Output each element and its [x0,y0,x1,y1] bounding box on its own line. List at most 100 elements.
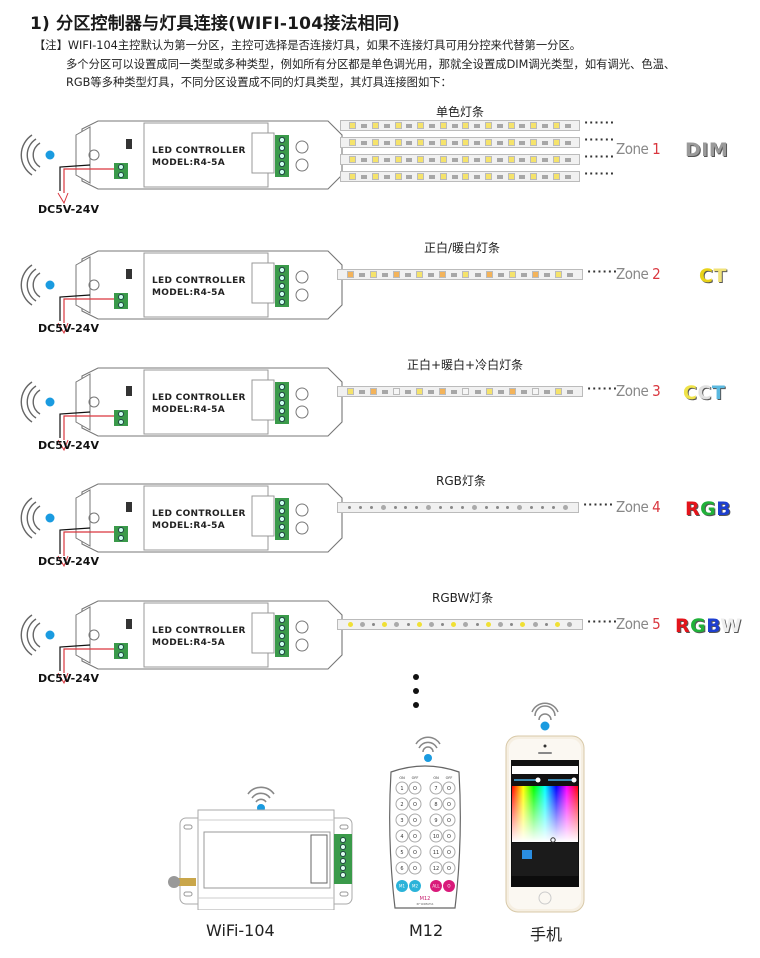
light-type-badge: CCT [683,382,725,404]
led-dot [460,506,464,509]
led-chip [532,271,540,278]
remote-key[interactable] [395,861,409,875]
remote-key-label: O [413,866,417,872]
remote-function-key[interactable] [409,880,421,892]
resistor [541,123,548,128]
led-chip [462,173,470,180]
resistor [564,174,571,179]
light-type-badge: CT [699,265,727,287]
ellipsis-dot [413,702,419,708]
remote-key[interactable] [408,797,422,811]
badge-letter: T [713,265,727,287]
led-dot [359,622,365,627]
remote-key[interactable] [429,813,443,827]
remote-key-label: 6 [400,866,403,872]
led-dot [544,623,548,626]
resistor [383,174,390,179]
remote-column-label: ON [399,776,405,780]
led-dot [475,623,479,626]
remote-key[interactable] [408,845,422,859]
led-chip [416,271,424,278]
led-chip [349,139,357,146]
remote-key[interactable] [429,829,443,843]
resistor [361,123,368,128]
remote-key-label: O [413,818,417,824]
zone-number: 3 [652,382,661,400]
remote-key[interactable] [442,845,456,859]
remote-key[interactable] [395,797,409,811]
resistor [406,123,413,128]
led-dot [567,622,573,627]
remote-column-label: OFF [412,776,419,780]
remote-key[interactable] [408,861,422,875]
input-voltage-label: DC5V-24V [38,555,99,568]
resistor [451,272,458,277]
led-chip [530,173,538,180]
led-dot [404,506,408,509]
led-chip [439,122,447,129]
strip-continuation: ······ [583,498,615,511]
remote-key[interactable] [442,797,456,811]
note-line-1: 【注】WIFI-104主控默认为第一分区，主控可选择是否连接灯具，如果不连接灯具… [34,39,582,52]
remote-function-key[interactable] [396,880,408,892]
ellipsis-dot [413,688,419,694]
led-chip [349,173,357,180]
resistor [519,157,526,162]
led-chip [439,139,447,146]
led-chip [394,156,402,163]
remote-key[interactable] [442,813,456,827]
led-dot [517,505,523,510]
remote-function-key[interactable] [430,880,442,892]
resistor [405,389,412,394]
zone-label: Zone 4 [616,498,661,516]
remote-key[interactable] [442,781,456,795]
resistor [496,140,503,145]
wifi-104-label: WiFi-104 [206,921,275,940]
wifi-104-device [168,786,353,910]
remote-key[interactable] [429,861,443,875]
light-type-badge: DIM [685,139,728,161]
remote-key[interactable] [408,829,422,843]
resistor [541,140,548,145]
badge-letter: I [701,139,709,161]
remote-key[interactable] [429,797,443,811]
remote-key[interactable] [395,813,409,827]
remote-key[interactable] [408,781,422,795]
resistor [428,272,435,277]
strip-continuation: ······ [587,382,619,395]
wifi-signal-icon [20,497,55,539]
badge-letter: C [699,265,714,287]
remote-key[interactable] [395,781,409,795]
resistor [520,389,527,394]
led-dot [562,505,568,510]
led-chip [439,271,447,278]
resistor [405,272,412,277]
remote-key[interactable] [442,861,456,875]
strip-type-label: 正白+暖白+冷白灯条 [407,358,524,372]
resistor [381,272,388,277]
led-dot [439,506,443,509]
led-strip [337,502,579,513]
led-strip [340,154,580,165]
resistor [451,123,458,128]
resistor [497,389,504,394]
remote-key[interactable] [408,813,422,827]
zone-word: Zone [616,140,653,158]
led-controller [20,250,343,335]
led-chip [552,156,560,163]
led-chip [349,156,357,163]
remote-key[interactable] [395,829,409,843]
led-chip [439,388,447,395]
remote-key-label: O [447,802,451,808]
remote-key[interactable] [442,829,456,843]
remote-key[interactable] [429,781,443,795]
remote-function-key[interactable] [443,880,455,892]
led-dot [520,622,526,627]
led-dot [415,506,419,509]
resistor [564,157,571,162]
remote-key[interactable] [395,845,409,859]
resistor [361,157,368,162]
led-dot [510,623,514,626]
remote-key[interactable] [429,845,443,859]
led-chip [462,156,470,163]
